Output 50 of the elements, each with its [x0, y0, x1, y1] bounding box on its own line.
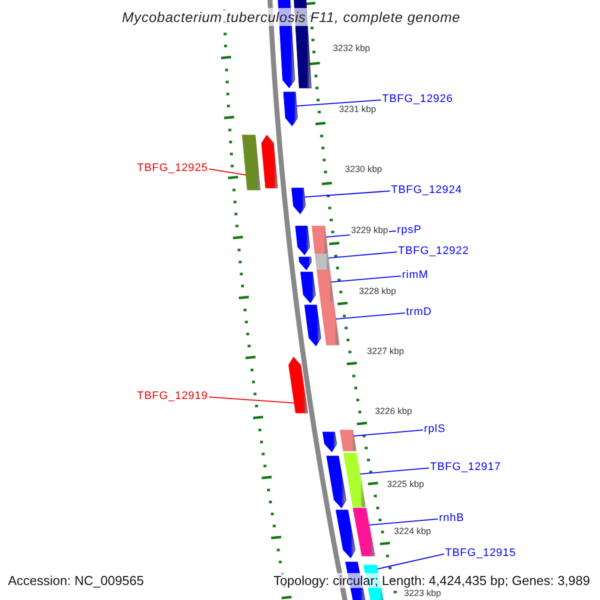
gene-feature [336, 510, 356, 558]
gene-feature [288, 356, 308, 414]
gene-label: TBFG_12917 [430, 461, 502, 474]
gene-label: TBFG_12915 [445, 547, 516, 560]
gene-label: rimM [402, 269, 428, 282]
gene-block [314, 254, 330, 270]
leader-line [335, 312, 406, 320]
leader-line [368, 518, 438, 526]
leader-line [360, 468, 430, 474]
gene-feature [326, 456, 346, 508]
gene-block [242, 134, 261, 190]
leader-line [208, 168, 246, 176]
leader-line [304, 190, 390, 198]
scale-label: 3223 kbp [403, 588, 442, 599]
gene-label: trmD [406, 306, 432, 319]
gene-label: rpsP [397, 224, 422, 237]
gene-label: TBFG_12926 [382, 93, 454, 106]
gene-block [352, 508, 376, 556]
gene-label: TBFG_12925 [137, 162, 208, 175]
scale-label: 3228 kbp [358, 286, 398, 297]
scale-label: 3225 kbp [386, 479, 426, 490]
scale-label: 3229 kbp [350, 225, 390, 236]
leader-line [208, 396, 295, 404]
scale-label: 3224 kbp [393, 526, 432, 537]
gene-label: TBFG_12919 [137, 390, 208, 403]
gene-label: TBFG_12924 [391, 184, 462, 197]
gene-feature [261, 134, 278, 188]
genome-info-text: Topology: circular; Length: 4,424,435 bp; Genes: 3,989 [273, 573, 590, 588]
gene-feature [322, 432, 337, 452]
scale-label: 3232 kbp [332, 43, 372, 54]
scale-label: 3227 kbp [366, 346, 406, 357]
scale-label: 3230 kbp [344, 164, 384, 175]
gene-label: rplS [424, 423, 446, 436]
scale-label: 3226 kbp [374, 406, 414, 417]
leader-line [353, 430, 424, 436]
accession-text: Accession: NC_009565 [8, 573, 144, 588]
leader-line [328, 252, 398, 258]
gene-label: rnhB [439, 512, 464, 525]
gene-block [320, 302, 340, 346]
leader-line [330, 276, 402, 282]
gene-feature [298, 256, 312, 270]
gene-block [340, 430, 357, 452]
gene-feature [291, 188, 306, 214]
gene-feature [304, 304, 322, 346]
scale-label: 3231 kbp [338, 104, 378, 115]
leader-line [296, 100, 382, 106]
gene-feature [283, 92, 298, 126]
gene-block [312, 226, 328, 254]
gene-label: TBFG_12922 [398, 245, 470, 258]
leader-line [376, 554, 444, 570]
